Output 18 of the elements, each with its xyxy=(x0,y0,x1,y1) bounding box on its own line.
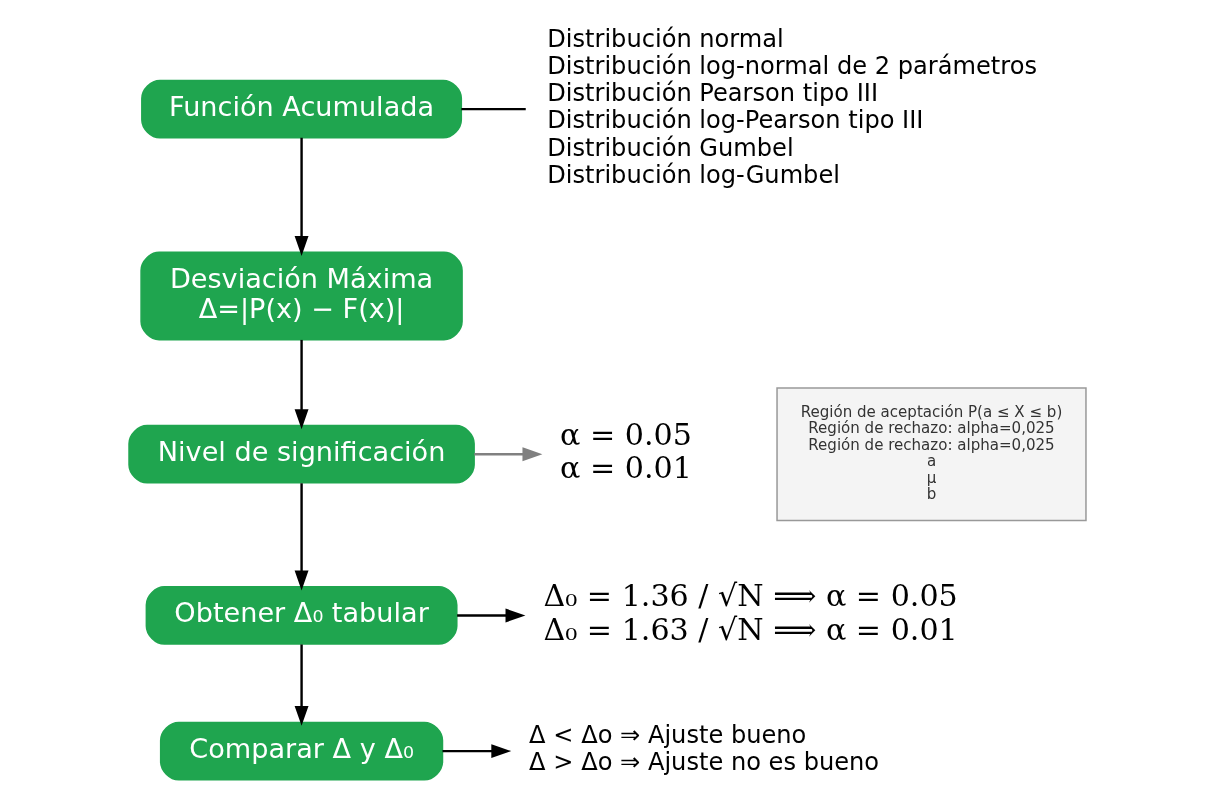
node-box: Función Acumulada xyxy=(140,79,462,139)
node-box: Obtener Δ₀ tabular xyxy=(145,586,458,645)
node-box: Nivel de significación xyxy=(127,424,475,484)
arrow xyxy=(294,483,309,591)
node-text: α = 0.05 α = 0.01 xyxy=(559,417,692,486)
node-box: Región de aceptación P(a ≤ X ≤ b) Región de rechazo: alpha=0,025 Región de rechazo: alpha=0,025 a μ b xyxy=(775,387,1087,522)
connector xyxy=(460,107,526,111)
arrow xyxy=(294,339,309,430)
arrow xyxy=(294,644,309,726)
node-text: Δ₀ = 1.36 / √N ⟹ α = 0.05 Δ₀ = 1.63 / √N ⟹ α = 0.01 xyxy=(542,578,958,647)
arrow xyxy=(456,608,525,623)
node-box: Desviación Máxima Δ=|P(x) − F(x)| xyxy=(139,251,463,341)
node-text: Distribución normal Distribución log-normal de 2 parámetros Distribución Pearson tipo III Distribución log-Pearson tipo III Distribución Gumbel Distribución log-Gumbel xyxy=(546,25,1037,189)
arrow xyxy=(473,447,542,462)
arrow xyxy=(294,137,309,256)
arrow xyxy=(442,744,511,759)
node-box: Comparar Δ y Δ₀ xyxy=(159,721,443,781)
node-text: Δ < Δo ⇒ Ajuste bueno Δ > Δo ⇒ Ajuste no es bueno xyxy=(528,721,879,777)
